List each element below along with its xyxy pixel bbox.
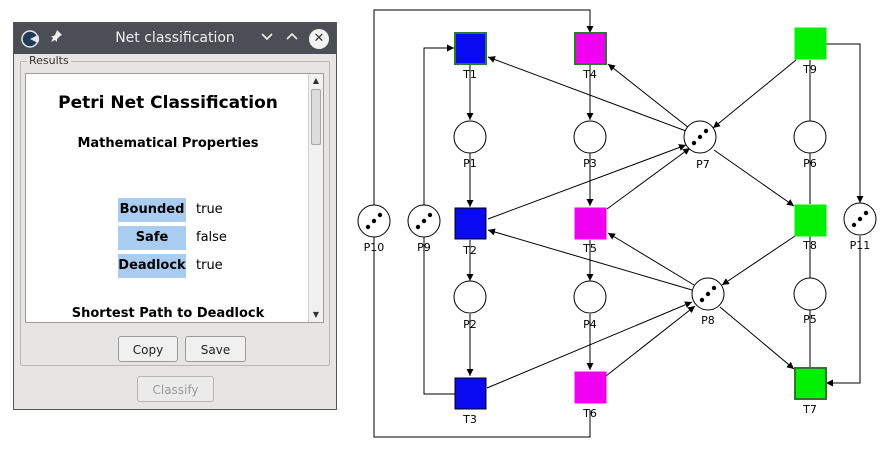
place-p4[interactable] xyxy=(573,280,607,314)
property-value: true xyxy=(196,202,223,217)
label-t7: T7 xyxy=(802,403,817,416)
place-p3[interactable] xyxy=(573,120,607,154)
arc-layer xyxy=(373,9,864,438)
arc-p11-t7 xyxy=(826,236,861,387)
pin-icon[interactable] xyxy=(46,29,66,49)
arc-p8-t2 xyxy=(487,228,693,291)
label-t1: T1 xyxy=(462,68,477,81)
arc-p8-t5 xyxy=(607,232,695,286)
scroll-thumb[interactable] xyxy=(311,89,321,145)
tokens-p7 xyxy=(691,128,709,146)
arc-t3-p9 xyxy=(423,237,455,395)
label-t6: T6 xyxy=(582,407,597,420)
arc-t6-p8 xyxy=(605,305,696,377)
label-p8: P8 xyxy=(701,314,715,327)
transition-t4[interactable] xyxy=(574,32,607,65)
tokens-layer xyxy=(365,128,869,303)
deadlock-path-heading: Shortest Path to Deadlock xyxy=(71,306,265,321)
transition-t1[interactable] xyxy=(454,32,487,65)
scroll-down-icon[interactable]: ▼ xyxy=(312,310,320,319)
label-p11: P11 xyxy=(850,239,871,252)
arc-t9-p11 xyxy=(826,43,864,203)
tokens-p10 xyxy=(365,212,383,230)
save-button[interactable]: Save xyxy=(185,336,246,362)
arc-p7-t8 xyxy=(713,149,795,207)
label-p7: P7 xyxy=(696,158,710,171)
tokens-p11 xyxy=(851,210,869,228)
transition-t3[interactable] xyxy=(454,377,487,410)
label-p10: P10 xyxy=(364,241,385,254)
label-t5: T5 xyxy=(582,242,597,255)
arc-p7-t4 xyxy=(607,63,690,129)
label-p4: P4 xyxy=(583,318,597,331)
results-heading: Petri Net Classification xyxy=(58,93,278,113)
transition-t5[interactable] xyxy=(574,207,607,240)
transition-t8[interactable] xyxy=(794,204,827,237)
transition-t7[interactable] xyxy=(794,367,827,400)
arc-t9-p7 xyxy=(712,59,797,129)
tokens-p9 xyxy=(415,212,433,230)
app-icon xyxy=(20,29,40,49)
label-p1: P1 xyxy=(463,157,477,170)
label-t2: T2 xyxy=(462,244,477,257)
arc-t6-p10 xyxy=(373,237,591,438)
place-p1[interactable] xyxy=(453,120,487,154)
label-p9: P9 xyxy=(417,241,431,254)
place-p6[interactable] xyxy=(793,120,827,154)
results-subheading: Mathematical Properties xyxy=(77,136,259,151)
place-p5[interactable] xyxy=(793,277,827,311)
transition-t9[interactable] xyxy=(794,27,827,60)
label-p6: P6 xyxy=(803,157,817,170)
property-value: true xyxy=(196,258,223,273)
scroll-up-icon[interactable]: ▲ xyxy=(312,76,320,85)
labels-layer: T1 T2 T3 T4 T5 T6 T7 T8 T9 P1 P2 P3 P4 P… xyxy=(364,63,871,426)
label-t9: T9 xyxy=(802,63,817,76)
arc-p10-t4 xyxy=(373,9,594,205)
net-classification-dialog: Net classification ✕ Results Petri Net C… xyxy=(13,22,337,410)
results-group-label: Results xyxy=(27,54,71,67)
property-key: Safe xyxy=(118,226,186,250)
label-t4: T4 xyxy=(582,68,597,81)
arc-p9-t1 xyxy=(423,44,454,205)
label-t3: T3 xyxy=(462,413,477,426)
chevron-down-icon[interactable] xyxy=(257,29,277,49)
property-value: false xyxy=(196,230,227,245)
classify-button[interactable]: Classify xyxy=(137,376,214,402)
arc-p7-t1 xyxy=(487,56,687,132)
arc-p8-t7 xyxy=(719,306,795,370)
transition-t2[interactable] xyxy=(454,207,487,240)
label-p5: P5 xyxy=(803,313,817,326)
vertical-scrollbar[interactable]: ▲ ▼ xyxy=(308,74,323,322)
property-key: Bounded xyxy=(118,198,186,222)
results-pane[interactable]: Petri Net Classification Mathematical Pr… xyxy=(25,73,324,323)
transitions-layer xyxy=(454,27,827,410)
place-p2[interactable] xyxy=(453,280,487,314)
results-group: Results Petri Net Classification Mathema… xyxy=(20,54,330,366)
title-bar[interactable]: Net classification ✕ xyxy=(14,23,336,54)
label-p2: P2 xyxy=(463,318,477,331)
arc-t8-p8 xyxy=(721,235,796,286)
arc-t3-p8 xyxy=(486,301,693,389)
window-title: Net classification xyxy=(115,30,235,46)
tokens-p8 xyxy=(699,285,717,303)
label-p3: P3 xyxy=(583,157,597,170)
chevron-up-icon[interactable] xyxy=(282,29,302,49)
copy-button[interactable]: Copy xyxy=(118,336,178,362)
label-t8: T8 xyxy=(802,239,817,252)
arc-t2-p7 xyxy=(487,144,687,220)
transition-t6[interactable] xyxy=(574,371,607,404)
arc-t5-p7 xyxy=(606,147,691,210)
property-key: Deadlock xyxy=(118,254,186,278)
close-icon[interactable]: ✕ xyxy=(309,29,329,49)
